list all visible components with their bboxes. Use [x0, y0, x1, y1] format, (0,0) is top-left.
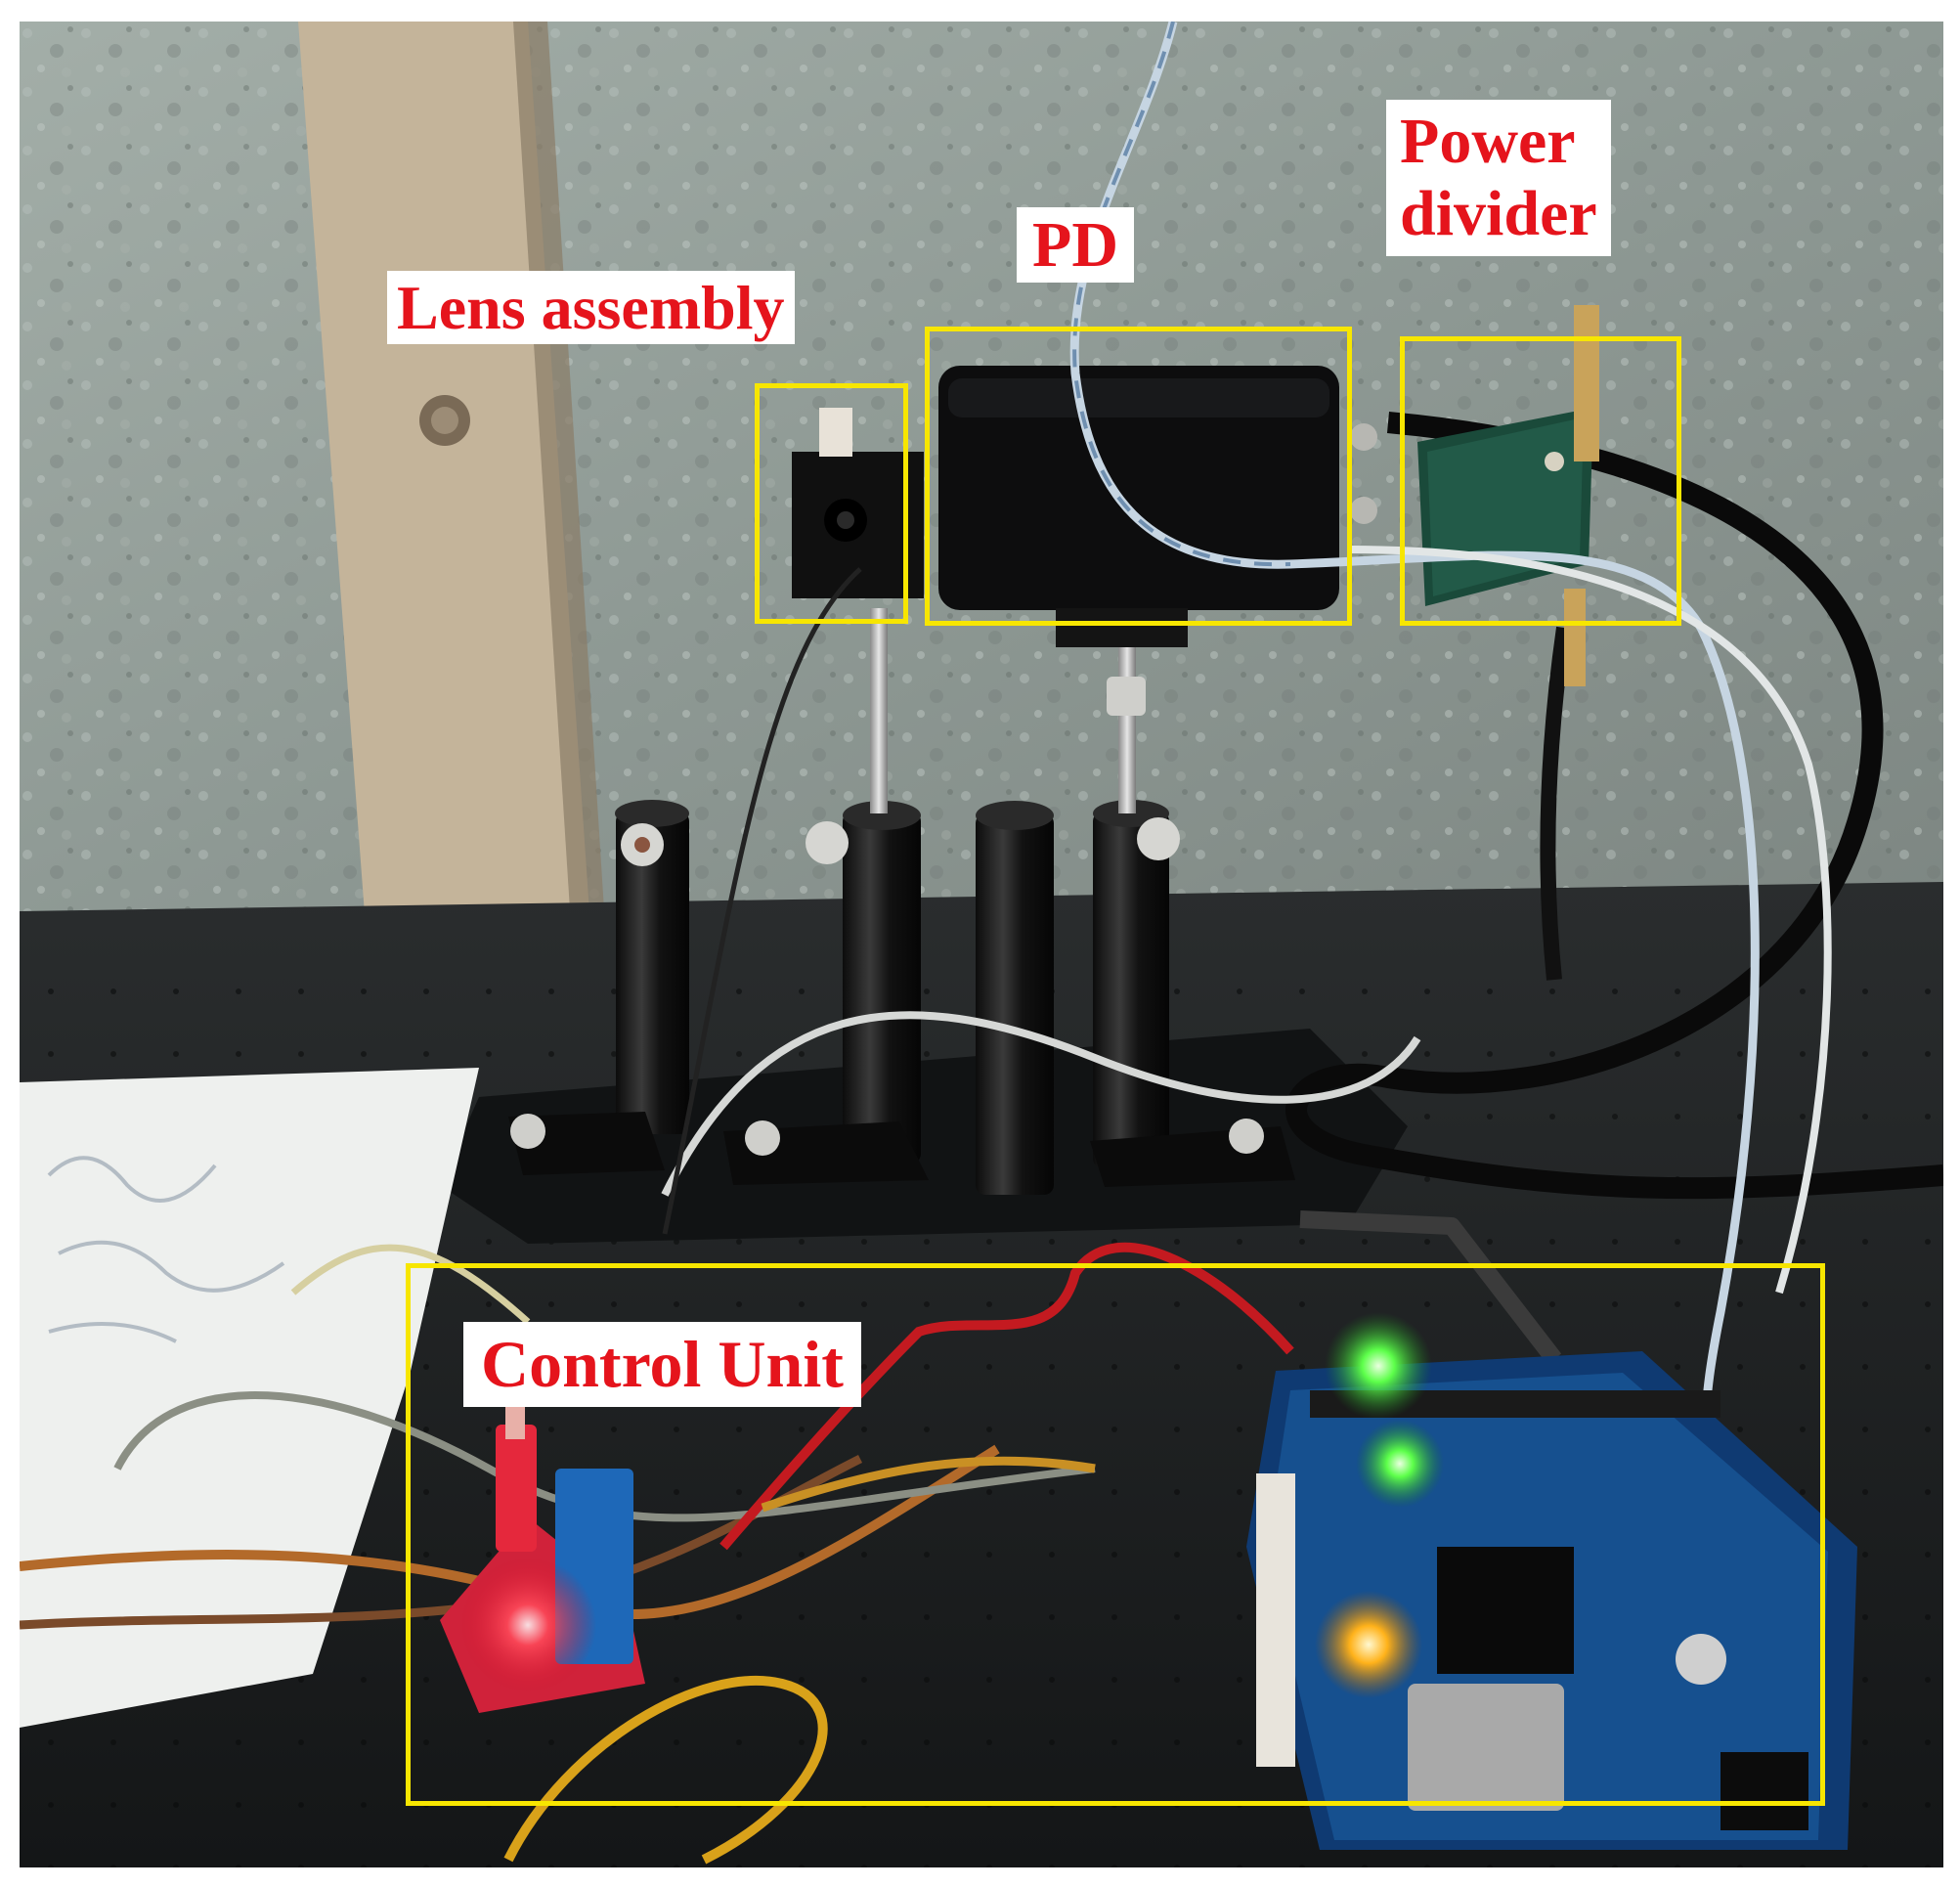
post-holder-3: [976, 801, 1054, 1195]
twisted-wire: [1069, 22, 1760, 1510]
coax-cable: [1285, 412, 1943, 1200]
lens-mount: [792, 408, 924, 598]
relay-module: [440, 1400, 645, 1713]
post-holder-1: [508, 800, 689, 1175]
lens-assembly-label: Lens assembly: [387, 271, 795, 345]
photodetector-housing: [938, 366, 1377, 647]
sma-cable: [1540, 626, 1572, 981]
wooden-frame: [298, 22, 591, 941]
white-wire: [1348, 546, 1832, 1295]
thin-black-wire: [662, 567, 862, 1235]
wooden-frame-edge: [513, 22, 606, 941]
lab-setup-photo: [20, 22, 1943, 1867]
control-unit-box: [406, 1263, 1825, 1806]
lens-assembly-box: [755, 383, 908, 624]
power-divider-label-line1: Power: [1400, 106, 1576, 177]
power-divider-box: [1400, 336, 1681, 626]
arduino-board: [1246, 1312, 1857, 1850]
control-unit-label: Control Unit: [463, 1322, 861, 1408]
pd-box: [925, 327, 1352, 626]
power-divider-label-line2: divider: [1400, 177, 1597, 249]
hex-key: [1299, 1210, 1562, 1365]
photo-frame: Lens assembly PD Power divider Control U…: [20, 22, 1943, 1867]
pd-label: PD: [1017, 207, 1134, 284]
post-holder-2: [723, 608, 929, 1185]
handwriting: [47, 1156, 285, 1343]
ribbon-wire: [661, 1011, 1421, 1197]
yellow-wire: [761, 1456, 1096, 1513]
power-divider-label: Power divider: [1386, 100, 1611, 256]
